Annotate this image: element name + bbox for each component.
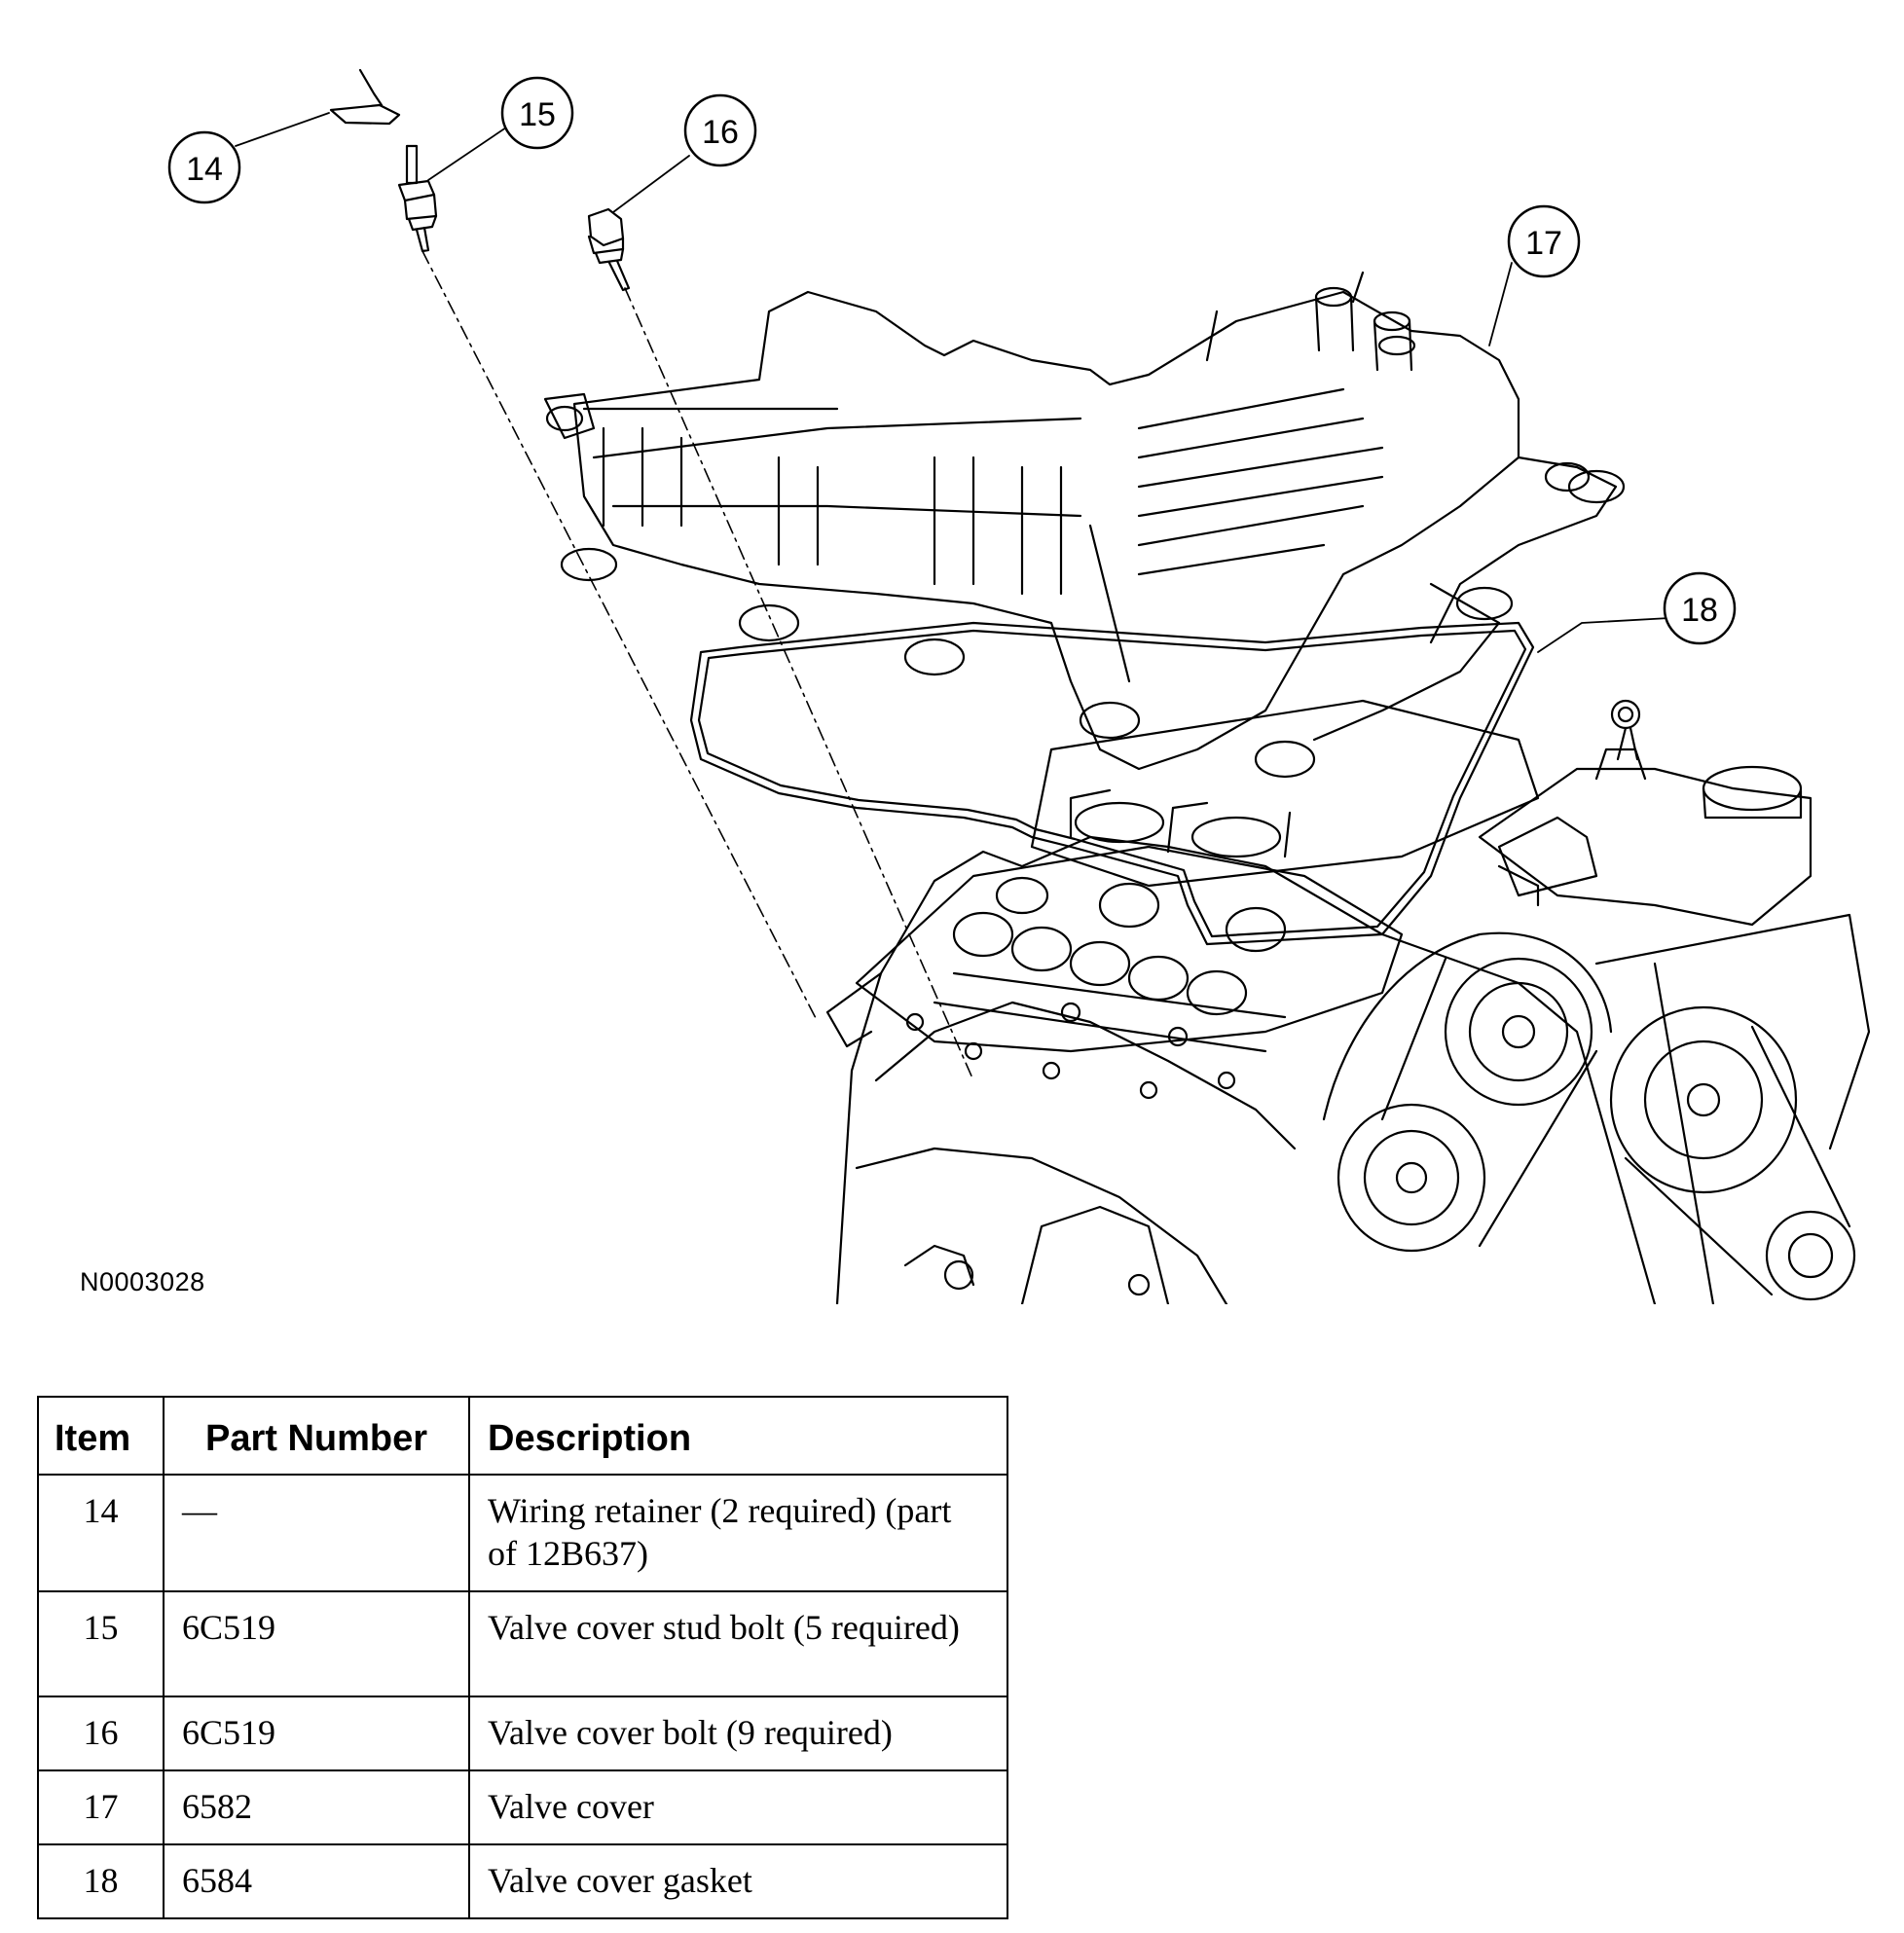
cell-description: Valve cover gasket	[468, 1843, 1008, 1919]
callout-15: 15	[500, 76, 574, 150]
bolt-drawing	[587, 207, 631, 292]
table-row: 18 6584 Valve cover gasket	[37, 1843, 1008, 1919]
alignment-lines	[421, 250, 974, 1081]
table-header-row: Item Part Number Description	[37, 1396, 1008, 1476]
table-row: 14 — Wiring retainer (2 required) (part …	[37, 1474, 1008, 1592]
callout-18-label: 18	[1681, 592, 1718, 629]
header-part-number: Part Number	[163, 1396, 470, 1476]
cell-description: Valve cover	[468, 1769, 1008, 1845]
cell-part-number: 6584	[163, 1843, 470, 1919]
callout-17-label: 17	[1525, 225, 1562, 262]
cell-part-number: 6C519	[163, 1696, 470, 1771]
callout-16: 16	[683, 93, 757, 167]
header-item: Item	[37, 1396, 165, 1476]
cell-item: 14	[37, 1474, 165, 1592]
cell-item: 15	[37, 1590, 165, 1697]
table-row: 16 6C519 Valve cover bolt (9 required)	[37, 1696, 1008, 1771]
callout-15-label: 15	[519, 96, 556, 133]
valve-cover-drawing	[543, 271, 1626, 779]
figure-id: N0003028	[80, 1267, 205, 1296]
cell-item: 18	[37, 1843, 165, 1919]
parts-table: Item Part Number Description 14 — Wiring…	[37, 1396, 1008, 1919]
callout-14: 14	[167, 130, 241, 204]
callout-18: 18	[1663, 571, 1737, 645]
callout-14-label: 14	[186, 151, 223, 188]
cell-item: 17	[37, 1769, 165, 1845]
cell-part-number: 6582	[163, 1769, 470, 1845]
cell-description: Wiring retainer (2 required) (part of 12…	[468, 1474, 1008, 1592]
callout-16-label: 16	[702, 114, 739, 151]
cell-description: Valve cover bolt (9 required)	[468, 1696, 1008, 1771]
table-row: 15 6C519 Valve cover stud bolt (5 requir…	[37, 1590, 1008, 1697]
header-description: Description	[468, 1396, 1008, 1476]
callout-17: 17	[1507, 204, 1581, 278]
engine-block-drawing	[825, 835, 1657, 1304]
cell-description: Valve cover stud bolt (5 required)	[468, 1590, 1008, 1697]
cell-part-number: 6C519	[163, 1590, 470, 1697]
stud-bolt-drawing	[397, 144, 438, 253]
wiring-retainer-drawing	[329, 68, 401, 126]
exploded-view-diagram: 14 15 16 17 18	[167, 68, 1871, 1304]
leader-lines	[235, 112, 1670, 653]
table-row: 17 6582 Valve cover	[37, 1769, 1008, 1845]
cell-item: 16	[37, 1696, 165, 1771]
cell-part-number: —	[163, 1474, 470, 1592]
intake-side-drawing	[1478, 699, 1812, 927]
valve-cover-gasket-drawing	[689, 621, 1535, 946]
timing-gears-drawing	[1322, 913, 1871, 1304]
